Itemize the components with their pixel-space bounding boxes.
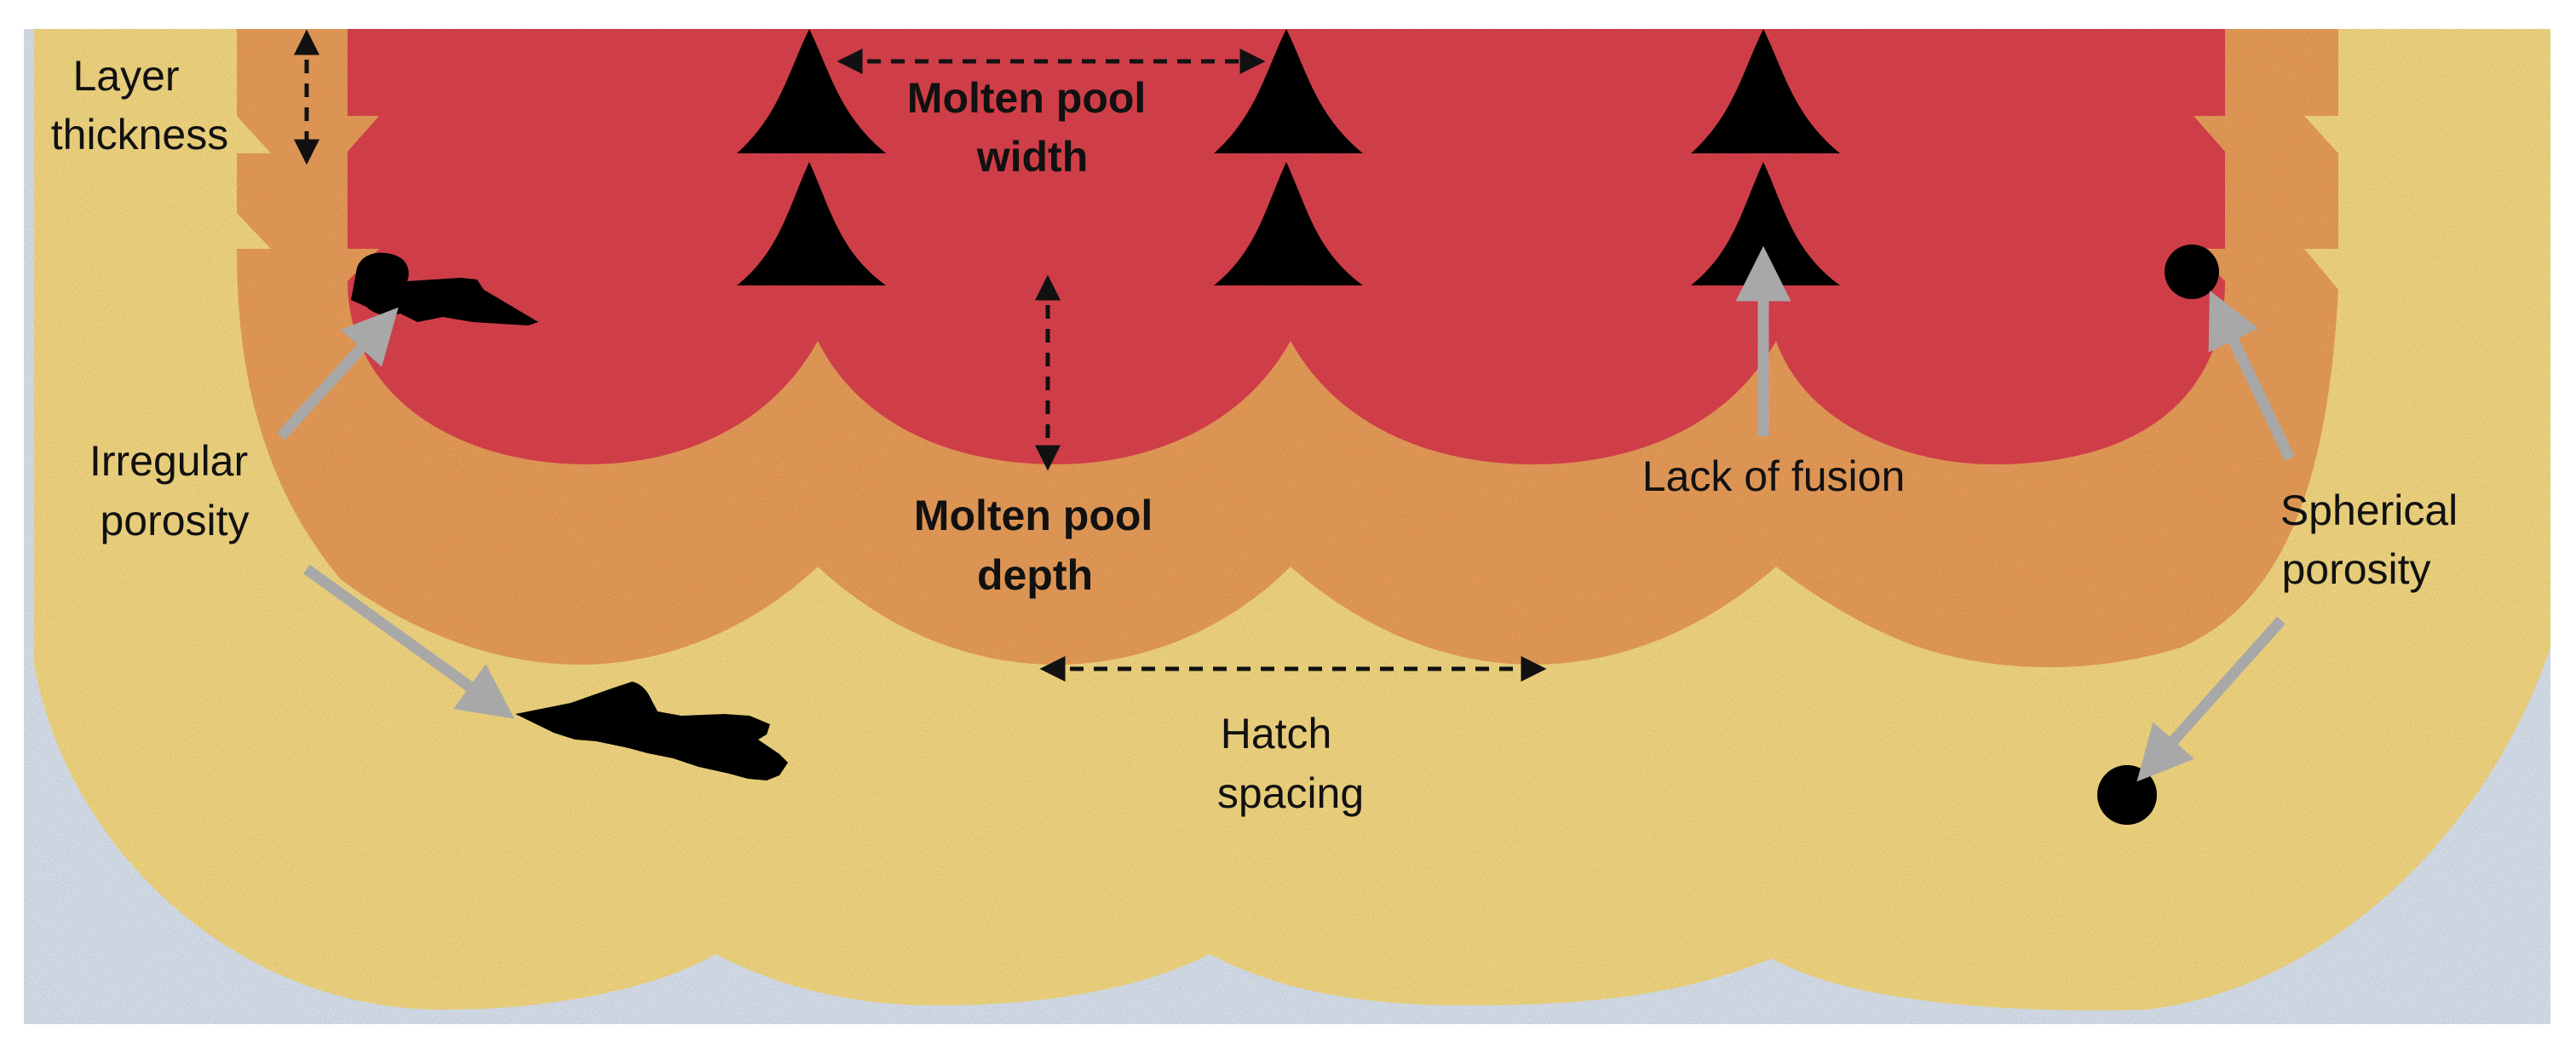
- label-layer-thickness: Layer thickness: [51, 52, 228, 158]
- label-irregular-porosity: Irregular porosity: [89, 437, 260, 544]
- label-hatch-spacing: Hatch spacing: [1217, 710, 1364, 817]
- irregular-pore-upper: [351, 252, 538, 325]
- spherical-porosity-arrow-lower: [2136, 616, 2286, 782]
- label-lack-of-fusion: Lack of fusion: [1642, 452, 1906, 500]
- spherical-pore-lower: [2097, 765, 2157, 825]
- label-molten-pool-width: Molten pool width: [907, 74, 1158, 181]
- pointer-arrows: [277, 245, 2295, 782]
- void-2-upper: [1214, 29, 1363, 153]
- irregular-porosity-arrow-lower: [303, 564, 515, 719]
- spherical-pore-upper: [2165, 245, 2219, 299]
- void-1-lower: [737, 162, 886, 285]
- irregular-pore-lower: [515, 682, 788, 780]
- label-molten-pool-depth: Molten pool depth: [914, 492, 1164, 599]
- void-3-upper: [1691, 29, 1840, 153]
- lack-of-fusion-voids: [737, 29, 1840, 285]
- dimension-lines: [294, 29, 1547, 682]
- void-2-lower: [1214, 162, 1363, 285]
- spherical-porosity-arrow-upper: [2208, 290, 2295, 461]
- label-spherical-porosity: Spherical porosity: [2280, 487, 2470, 593]
- void-3-lower: [1691, 162, 1840, 285]
- irregular-porosity-arrow-upper: [277, 307, 399, 441]
- void-1-upper: [737, 29, 886, 153]
